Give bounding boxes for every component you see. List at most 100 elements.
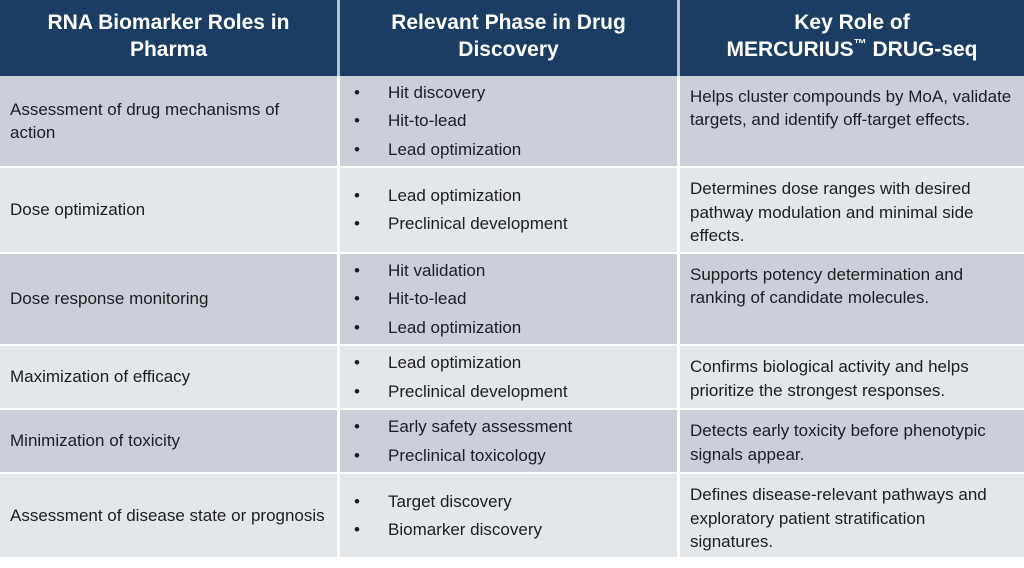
bullet-icon: • — [354, 491, 360, 511]
phase-text: Target discovery — [388, 491, 512, 511]
phase-text: Lead optimization — [388, 353, 522, 373]
cell-phase-content: • Hit discovery • Hit-to-lead •Lead optimiza… — [340, 76, 677, 167]
brand-name: MERCURIUS — [726, 37, 854, 61]
column-header-key-role-line1: Key Role of — [794, 11, 910, 34]
cell-key-role-content: Helps cluster compounds by MoA, validate… — [680, 76, 1024, 136]
phase-list: •Hit validation • Hit-to-lead • Lead optimiz… — [350, 258, 665, 341]
bullet-icon: • — [354, 82, 360, 102]
phase-text: Lead optimization — [388, 139, 522, 159]
list-item: •Hit validation — [350, 258, 665, 284]
cell-phase: •Hit validation • Hit-to-lead • Lead optimiz… — [340, 253, 680, 347]
key-role-text: Defines disease-relevant pathways and ex… — [690, 485, 987, 552]
phase-text: Biomarker discovery — [388, 520, 542, 540]
cell-phase: • Target discovery • Biomarker discovery — [340, 474, 680, 560]
column-header-key-role: Key Role of MERCURIUS™ DRUG-seq — [680, 0, 1024, 76]
list-item: • Hit discovery — [350, 80, 665, 106]
phase-list: • Early safety assessment •Preclinical tox… — [350, 414, 665, 468]
cell-key-role: Determines dose ranges with desired path… — [680, 168, 1024, 254]
key-role-text: Confirms biological activity and helps p… — [690, 357, 969, 400]
table-row: Dose optimization•Lead optimization•Prec… — [0, 168, 1024, 254]
bullet-icon: • — [354, 417, 360, 437]
cell-phase-content: • Early safety assessment •Preclinical tox… — [340, 410, 677, 472]
cell-role: Dose optimization — [0, 168, 340, 254]
role-text: Assessment of disease state or prognosis — [10, 506, 325, 526]
cell-role-content: Dose optimization — [0, 194, 337, 225]
list-item: •Lead optimization — [350, 137, 665, 163]
bullet-icon: • — [354, 289, 360, 309]
bullet-icon: • — [354, 111, 360, 131]
bullet-icon: • — [354, 317, 360, 337]
cell-phase: • Lead optimization • Preclinical developme… — [340, 346, 680, 411]
cell-phase: • Hit discovery • Hit-to-lead •Lead optimiza… — [340, 75, 680, 169]
list-item: • Hit-to-lead — [350, 108, 665, 134]
cell-role: Assessment of drug mechanisms of action — [0, 75, 340, 169]
cell-phase-content: •Hit validation • Hit-to-lead • Lead optimiz… — [340, 254, 677, 345]
list-item: • Preclinical development — [350, 379, 665, 405]
phase-text: Hit validation — [388, 260, 486, 280]
phase-text: Lead optimization — [388, 317, 522, 337]
column-header-phase: Relevant Phase in Drug Discovery — [340, 0, 680, 76]
list-item: •Preclinical toxicology — [350, 443, 665, 469]
role-text: Dose optimization — [10, 200, 146, 220]
phase-list: • Hit discovery • Hit-to-lead •Lead optimiza… — [350, 80, 665, 163]
phase-text: Hit-to-lead — [388, 289, 467, 309]
table-row: Assessment of drug mechanisms of action •… — [0, 75, 1024, 169]
phase-text: Preclinical development — [388, 214, 568, 234]
bullet-icon: • — [354, 381, 360, 401]
key-role-text: Determines dose ranges with desired path… — [690, 179, 974, 246]
cell-key-role: Supports potency determination and ranki… — [680, 253, 1024, 347]
table-row: Minimization of toxicity • Early safety as… — [0, 410, 1024, 475]
cell-role: Assessment of disease state or prognosis — [0, 474, 340, 560]
table-row: Maximization of efficacy • Lead optimizati… — [0, 346, 1024, 411]
role-text: Minimization of toxicity — [10, 431, 181, 451]
phase-list: • Lead optimization • Preclinical developme… — [350, 350, 665, 404]
cell-role-content: Maximization of efficacy — [0, 361, 337, 392]
cell-key-role-content: Confirms biological activity and helps p… — [680, 346, 1024, 406]
cell-role: Dose response monitoring — [0, 253, 340, 347]
cell-phase-content: • Target discovery • Biomarker discovery — [340, 485, 677, 547]
phase-text: Early safety assessment — [388, 417, 573, 437]
table-header: RNA Biomarker Roles in Pharma Relevant P… — [0, 0, 1024, 76]
phase-text: Hit-to-lead — [388, 111, 467, 131]
list-item: • Biomarker discovery — [350, 517, 665, 543]
key-role-text: Detects early toxicity before phenotypic… — [690, 421, 986, 464]
phase-text: Preclinical development — [388, 381, 568, 401]
role-text: Maximization of efficacy — [10, 367, 191, 387]
bullet-icon: • — [354, 520, 360, 540]
cell-key-role: Confirms biological activity and helps p… — [680, 346, 1024, 411]
cell-role: Minimization of toxicity — [0, 410, 340, 475]
table-row: Assessment of disease state or prognosis… — [0, 474, 1024, 560]
trademark-icon: ™ — [853, 35, 867, 51]
cell-role-content: Minimization of toxicity — [0, 425, 337, 456]
list-item: • Early safety assessment — [350, 414, 665, 440]
bullet-icon: • — [354, 214, 360, 234]
cell-role: Maximization of efficacy — [0, 346, 340, 411]
phase-text: Preclinical toxicology — [388, 445, 546, 465]
cell-key-role: Defines disease-relevant pathways and ex… — [680, 474, 1024, 560]
cell-phase-content: • Lead optimization • Preclinical developme… — [340, 346, 677, 408]
cell-key-role-content: Determines dose ranges with desired path… — [680, 168, 1024, 251]
cell-key-role-content: Defines disease-relevant pathways and ex… — [680, 474, 1024, 557]
key-role-text: Supports potency determination and ranki… — [690, 264, 964, 308]
cell-key-role-content: Supports potency determination and ranki… — [680, 254, 1024, 314]
column-header-role: RNA Biomarker Roles in Pharma — [0, 0, 340, 76]
key-role-text: Helps cluster compounds by MoA, validate… — [690, 86, 1012, 130]
cell-phase: •Lead optimization•Preclinical developme… — [340, 168, 680, 254]
phase-list: •Lead optimization•Preclinical developme… — [350, 183, 665, 237]
cell-role-content: Assessment of disease state or prognosis — [0, 500, 337, 531]
cell-phase: • Early safety assessment •Preclinical tox… — [340, 410, 680, 475]
cell-phase-content: •Lead optimization•Preclinical developme… — [340, 179, 677, 241]
cell-key-role-content: Detects early toxicity before phenotypic… — [680, 410, 1024, 470]
phase-list: • Target discovery • Biomarker discovery — [350, 489, 665, 543]
bullet-icon: • — [354, 353, 360, 373]
header-row: RNA Biomarker Roles in Pharma Relevant P… — [0, 0, 1024, 76]
cell-role-content: Assessment of drug mechanisms of action — [0, 94, 337, 149]
role-text: Assessment of drug mechanisms of action — [10, 99, 280, 142]
phase-text: Lead optimization — [388, 185, 522, 205]
table-body: Assessment of drug mechanisms of action •… — [0, 75, 1024, 560]
role-text: Dose response monitoring — [10, 289, 209, 309]
phase-text: Hit discovery — [388, 82, 486, 102]
list-item: • Lead optimization — [350, 350, 665, 376]
